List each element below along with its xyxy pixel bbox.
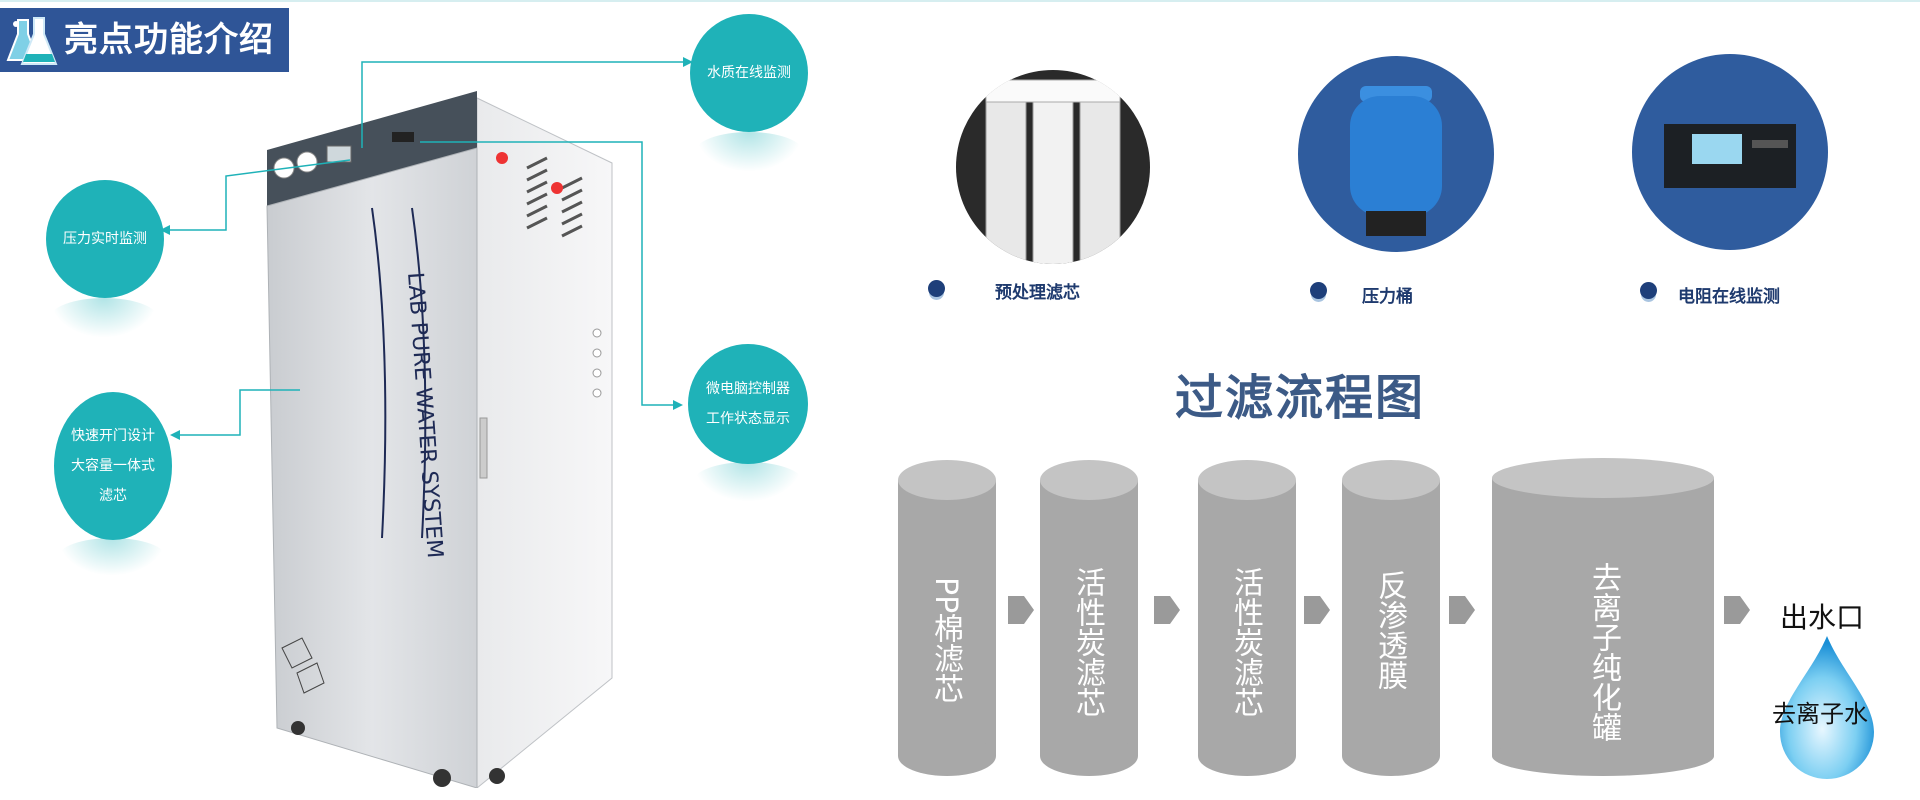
- top-border: [0, 0, 1920, 2]
- bullet-icon: [1640, 282, 1657, 299]
- component-label-monitor: 电阻在线监测: [1678, 287, 1780, 307]
- section-header: 亮点功能介绍: [0, 8, 289, 72]
- outlet-label: 出水口: [1780, 601, 1865, 634]
- flow-arrow-icon: [1154, 596, 1180, 624]
- flow-stage-1-bottom: [898, 736, 996, 776]
- flow-arrow-icon: [1008, 596, 1034, 624]
- component-prefilter-image: [956, 70, 1150, 264]
- water-drop-icon: [1780, 636, 1874, 779]
- page-title: 亮点功能介绍: [64, 20, 274, 60]
- flow-stage-1-label: PP棉滤芯: [928, 576, 963, 704]
- flow-stage-3-label: 活性炭滤芯: [1228, 567, 1263, 717]
- feature-controller-line-1: 微电脑控制器: [706, 381, 790, 397]
- feature-pressure: 压力实时监测: [46, 180, 164, 298]
- flow-stage-3-bottom: [1198, 736, 1296, 776]
- resistivity-monitor-icon: [1664, 124, 1796, 188]
- flow-stage-2-bottom: [1040, 736, 1138, 776]
- flow-stage-4-label: 反渗透膜: [1372, 570, 1407, 690]
- flow-stage-2: [1040, 480, 1138, 756]
- feature-quick-open-line-1: 快速开门设计: [71, 428, 155, 444]
- component-monitor-image: [1632, 54, 1828, 250]
- component-label-prefilter: 预处理滤芯: [995, 283, 1080, 303]
- flow-stage-1-top: [898, 460, 996, 500]
- flow-stage-3-top: [1198, 460, 1296, 500]
- feature-quick-open-reflection: [58, 538, 166, 576]
- bullet-icon: [1310, 282, 1327, 299]
- connector-lines: [160, 57, 693, 440]
- pressure-tank-icon: [1350, 86, 1442, 236]
- bullet-icon: [928, 280, 945, 297]
- flow-stage-4: [1342, 480, 1440, 756]
- flow-stage-5-label: 去离子纯化罐: [1586, 562, 1621, 742]
- flow-stage-2-label: 活性炭滤芯: [1070, 567, 1105, 717]
- feature-controller-reflection: [693, 462, 803, 502]
- water-purifier-machine: [266, 91, 613, 788]
- flow-stage-4-bottom: [1342, 736, 1440, 776]
- flow-stage-2-top: [1040, 460, 1138, 500]
- output-label: 去离子水: [1772, 700, 1868, 728]
- feature-quick-open-line-3: 滤芯: [99, 488, 127, 504]
- filter-cartridge-icon: [985, 79, 1121, 264]
- flow-stage-5: [1492, 478, 1714, 756]
- feature-pressure-label: 压力实时监测: [63, 231, 147, 247]
- flask-icon: [6, 17, 58, 65]
- feature-quick-open: 快速开门设计 大容量一体式 滤芯: [54, 392, 172, 540]
- flow-stage-1: [898, 480, 996, 756]
- flow-stage-3: [1198, 480, 1296, 756]
- flow-stage-5-top: [1492, 458, 1714, 498]
- flow-arrow-icon: [1449, 596, 1475, 624]
- feature-water-quality: 水质在线监测: [690, 14, 808, 132]
- component-pressure-tank-image: [1298, 56, 1494, 252]
- flow-title: 过滤流程图: [1174, 370, 1425, 426]
- feature-controller: 微电脑控制器 工作状态显示: [688, 344, 808, 464]
- component-label-pressure-tank: 压力桶: [1362, 287, 1413, 307]
- flow-stage-4-top: [1342, 460, 1440, 500]
- flow-stage-5-bottom: [1492, 736, 1714, 776]
- feature-controller-line-2: 工作状态显示: [706, 411, 790, 427]
- feature-water-quality-reflection: [695, 132, 803, 172]
- flow-arrow-icon: [1304, 596, 1330, 624]
- feature-pressure-reflection: [50, 298, 158, 338]
- feature-water-quality-label: 水质在线监测: [707, 65, 791, 81]
- feature-quick-open-line-2: 大容量一体式: [71, 458, 155, 474]
- flow-arrow-icon: [1724, 596, 1750, 624]
- flow-arrows: [1008, 596, 1750, 624]
